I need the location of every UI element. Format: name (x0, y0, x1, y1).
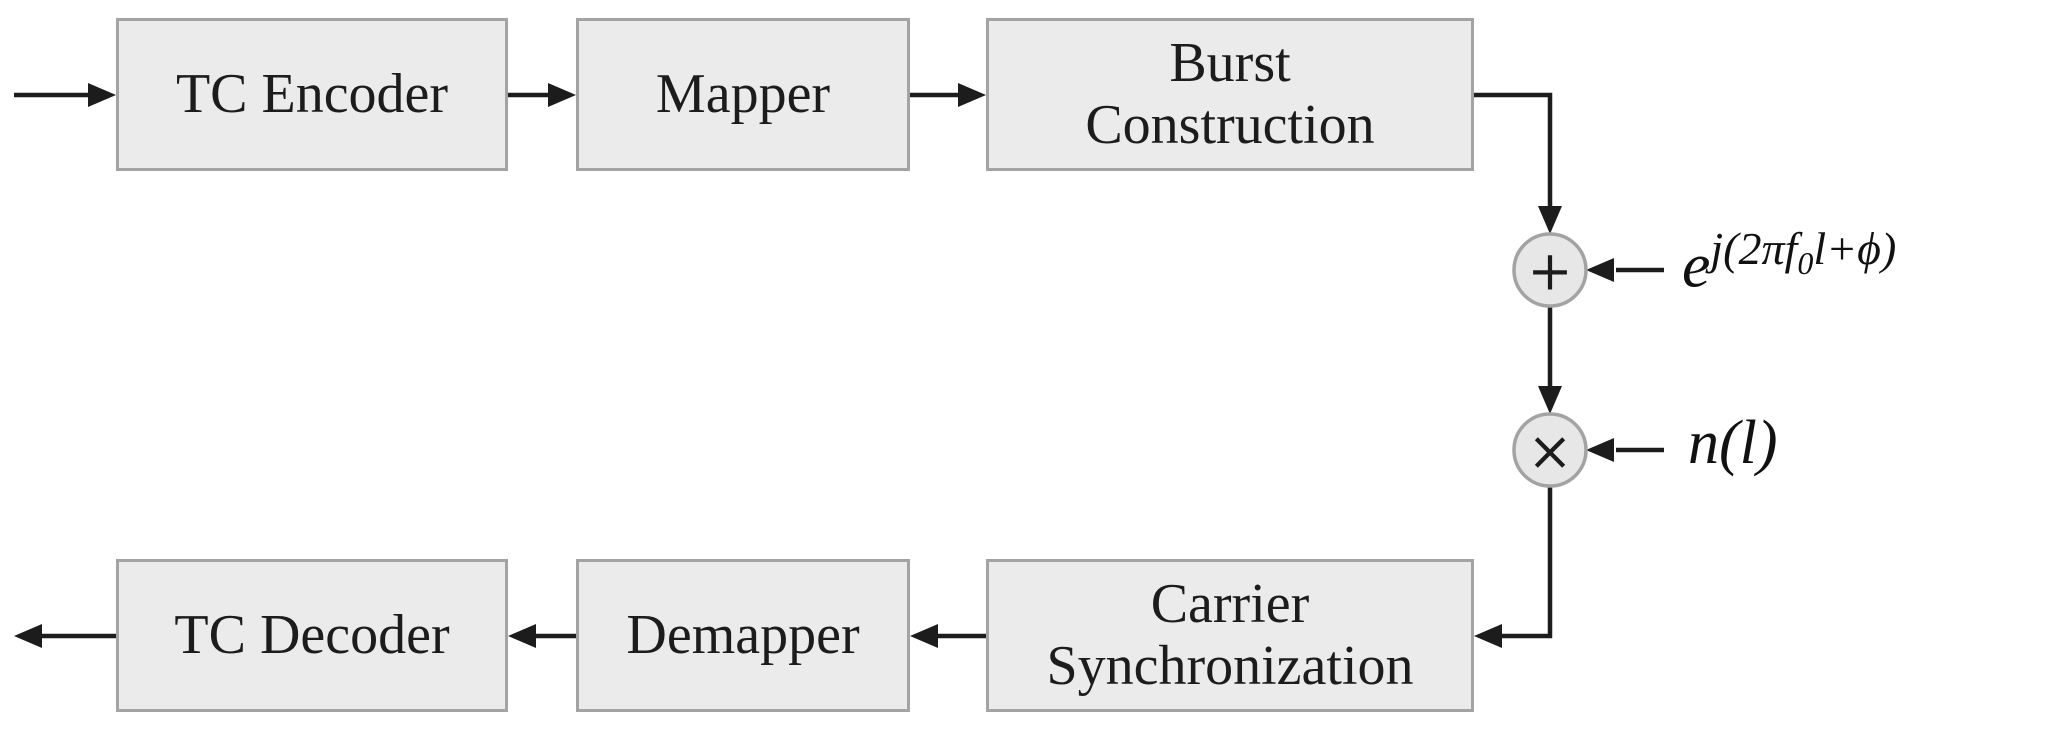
times-icon: × (1527, 420, 1572, 483)
connector-demapper-to-decoder (508, 624, 576, 648)
block-label-line: Burst (1169, 31, 1291, 94)
block-label-line: Construction (1085, 93, 1375, 156)
block-demapper: Demapper (576, 559, 910, 712)
block-burst-construction: Burst Construction (986, 18, 1474, 171)
block-label: TC Encoder (175, 62, 449, 125)
connector-carrier-offset-input (1586, 258, 1664, 282)
block-carrier-synchronization: Carrier Synchronization (986, 559, 1474, 712)
multiplier-circle (1512, 412, 1588, 488)
carrier-offset-label: ej(2πf0l+ϕ) (1682, 226, 1896, 297)
connector-output (14, 624, 116, 648)
math-exponent-suffix: l+ϕ) (1813, 223, 1897, 274)
adder-circle (1512, 232, 1588, 308)
arrowhead-right-icon (548, 83, 576, 107)
math-exponent-prefix: j(2πf (1710, 223, 1798, 274)
block-tc-decoder: TC Decoder (116, 559, 508, 712)
adder-node: + (1512, 232, 1588, 308)
arrowhead-left-icon (14, 624, 42, 648)
wire (1474, 92, 1553, 208)
arrowhead-left-icon (1586, 438, 1614, 462)
arrowhead-down-icon (1538, 386, 1562, 414)
connector-multiplier-to-carrier (1474, 486, 1553, 648)
wire (1502, 486, 1553, 639)
connector-burst-to-adder (1474, 92, 1562, 234)
connector-noise-input (1586, 438, 1664, 462)
noise-label: n(l) (1688, 409, 1778, 477)
block-mapper: Mapper (576, 18, 910, 171)
block-tc-encoder: TC Encoder (116, 18, 508, 171)
connector-carrier-to-demapper (910, 624, 986, 648)
arrowhead-left-icon (508, 624, 536, 648)
arrowhead-right-icon (958, 83, 986, 107)
block-label: Mapper (655, 62, 831, 125)
block-label: TC Decoder (174, 603, 450, 666)
arrowhead-left-icon (1586, 258, 1614, 282)
arrowhead-left-icon (910, 624, 938, 648)
connector-adder-to-multiplier (1538, 306, 1562, 414)
connector-encoder-to-mapper (508, 83, 576, 107)
multiplier-node: × (1512, 412, 1588, 488)
block-label: Demapper (626, 603, 860, 666)
arrowhead-down-icon (1538, 206, 1562, 234)
math-exponent: j(2πf0l+ϕ) (1710, 223, 1897, 280)
block-label-line: Carrier (1150, 572, 1310, 635)
connector-input (14, 83, 116, 107)
block-label-line: Synchronization (1046, 634, 1414, 697)
connector-mapper-to-burst (910, 83, 986, 107)
plus-icon: + (1527, 240, 1572, 303)
math-exponent-subscript: 0 (1797, 245, 1814, 282)
arrowhead-right-icon (88, 83, 116, 107)
arrowhead-left-icon (1474, 624, 1502, 648)
math-base: e (1682, 229, 1711, 301)
